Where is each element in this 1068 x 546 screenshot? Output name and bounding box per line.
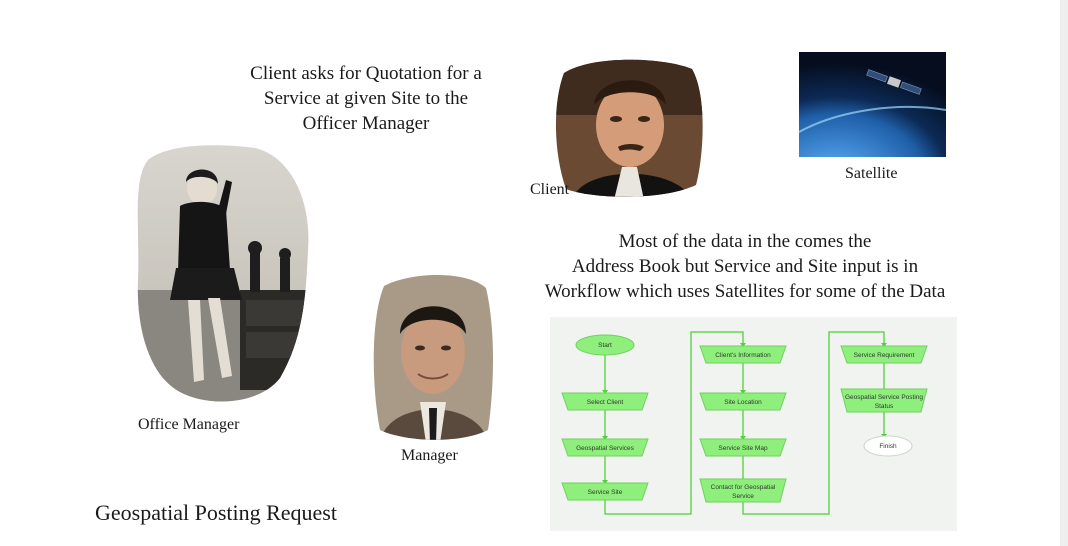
intro-caption-line-3: Officer Manager bbox=[302, 113, 430, 134]
data-caption: Most of the data in the comes the Addres… bbox=[525, 229, 965, 304]
satellite-label: Satellite bbox=[845, 165, 898, 182]
data-caption-line-2: Address Book but Service and Site input … bbox=[571, 256, 919, 277]
client-photo bbox=[555, 59, 703, 197]
satellite-photo bbox=[799, 52, 946, 157]
start-text: Start bbox=[598, 342, 612, 349]
data-caption-line-1: Most of the data in the comes the bbox=[618, 231, 872, 252]
contact-node bbox=[699, 478, 787, 503]
finish-text: Finish bbox=[879, 443, 897, 450]
intro-caption-line-2: Service at given Site to the bbox=[263, 88, 469, 109]
connector-col2-col3 bbox=[742, 331, 885, 515]
select-client-text: Select Client bbox=[587, 399, 624, 406]
contact-text-line-2: Service bbox=[732, 493, 754, 500]
workflow-flowchart: Start Select Client Geospatial Services … bbox=[561, 331, 928, 515]
posting-status-text-line-2: Status bbox=[875, 403, 894, 410]
intro-caption-line-1: Client asks for Quotation for a bbox=[250, 63, 482, 84]
posting-status-text-line-1: Geospatial Service Posting bbox=[845, 394, 923, 401]
posting-status-node bbox=[840, 388, 928, 413]
connector-col1-col2 bbox=[604, 331, 744, 515]
office-manager-photo bbox=[137, 145, 309, 402]
page-title: Geospatial Posting Request bbox=[95, 500, 337, 525]
site-location-node bbox=[699, 392, 787, 411]
manager-photo bbox=[373, 275, 494, 440]
service-site-node bbox=[561, 482, 649, 501]
start-node bbox=[575, 334, 635, 356]
geospatial-services-text: Geospatial Services bbox=[576, 445, 635, 452]
service-site-map-node bbox=[699, 438, 787, 457]
finish-node bbox=[863, 435, 913, 457]
data-caption-line-3: Workflow which uses Satellites for some … bbox=[544, 281, 946, 302]
service-site-text: Service Site bbox=[588, 489, 623, 496]
client-information-text: Client's Information bbox=[715, 352, 771, 359]
service-requirement-node bbox=[840, 345, 928, 364]
geospatial-services-node bbox=[561, 438, 649, 457]
service-requirement-text: Service Requirement bbox=[854, 352, 915, 359]
right-edge-strip bbox=[1060, 0, 1068, 546]
service-site-map-text: Service Site Map bbox=[718, 445, 768, 452]
intro-caption: Client asks for Quotation for a Service … bbox=[225, 61, 507, 136]
office-manager-label: Office Manager bbox=[138, 416, 240, 433]
manager-label: Manager bbox=[401, 447, 458, 464]
contact-text-line-1: Contact for Geospatial bbox=[711, 484, 776, 491]
site-location-text: Site Location bbox=[724, 399, 762, 406]
client-label: Client bbox=[530, 181, 570, 198]
select-client-node bbox=[561, 392, 649, 411]
client-information-node bbox=[699, 345, 787, 364]
